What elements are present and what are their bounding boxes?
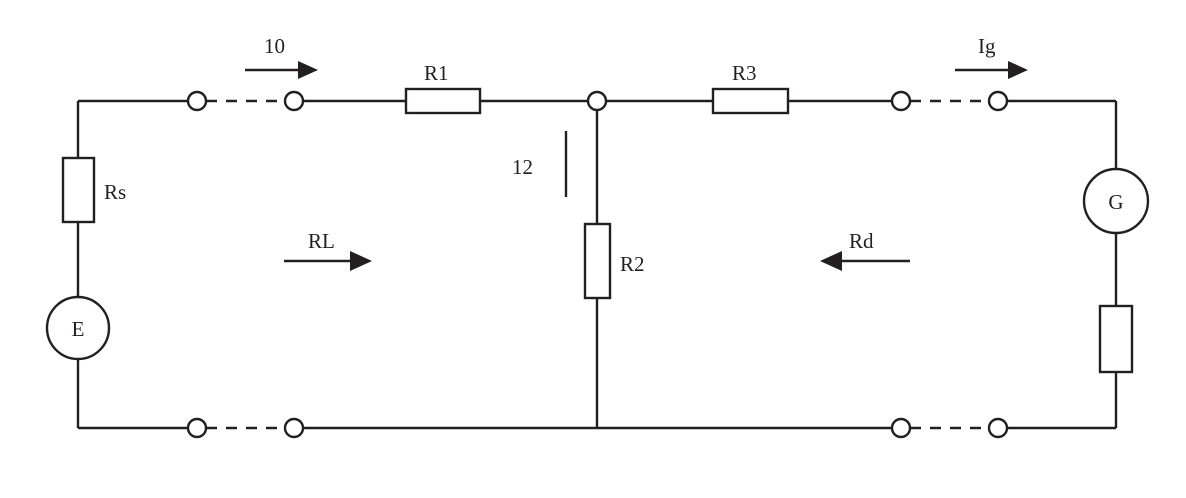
terminal-bottom-3 bbox=[890, 417, 912, 439]
galvanometer-symbol: G bbox=[1108, 190, 1123, 214]
resistor-rs bbox=[61, 156, 96, 224]
voltage-source-circle bbox=[45, 295, 111, 361]
label-rd: Rd bbox=[849, 229, 874, 253]
terminal-bottom-1 bbox=[186, 417, 208, 439]
terminal-bottom-2 bbox=[283, 417, 305, 439]
label-current-g: Ig bbox=[978, 34, 996, 58]
label-rl: RL bbox=[308, 229, 335, 253]
terminals bbox=[186, 90, 1009, 439]
label-rs: Rs bbox=[104, 180, 126, 204]
arrow-rd bbox=[820, 251, 910, 271]
galvanometer-circle bbox=[1082, 167, 1150, 235]
terminal-top-1 bbox=[186, 90, 208, 112]
resistor-r2 bbox=[583, 222, 612, 300]
resistor-r3 bbox=[711, 87, 790, 115]
label-r2: R2 bbox=[620, 252, 645, 276]
label-r1: R1 bbox=[424, 61, 449, 85]
junction-node bbox=[586, 90, 608, 112]
terminal-top-2 bbox=[283, 90, 305, 112]
resistor-right bbox=[1098, 304, 1134, 374]
wires bbox=[76, 99, 1118, 430]
arrow-rl bbox=[284, 251, 372, 271]
arrow-current-in bbox=[245, 61, 318, 79]
label-current-in: 10 bbox=[264, 34, 285, 58]
label-current-2: 12 bbox=[512, 155, 533, 179]
galvanometer-g: G bbox=[1082, 167, 1150, 235]
terminal-top-3 bbox=[890, 90, 912, 112]
resistor-r1 bbox=[404, 87, 482, 115]
label-r3: R3 bbox=[732, 61, 757, 85]
source-e: E bbox=[45, 295, 111, 361]
source-symbol: E bbox=[72, 317, 85, 341]
terminal-bottom-4 bbox=[987, 417, 1009, 439]
arrow-current-g bbox=[955, 61, 1028, 79]
terminal-top-4 bbox=[987, 90, 1009, 112]
